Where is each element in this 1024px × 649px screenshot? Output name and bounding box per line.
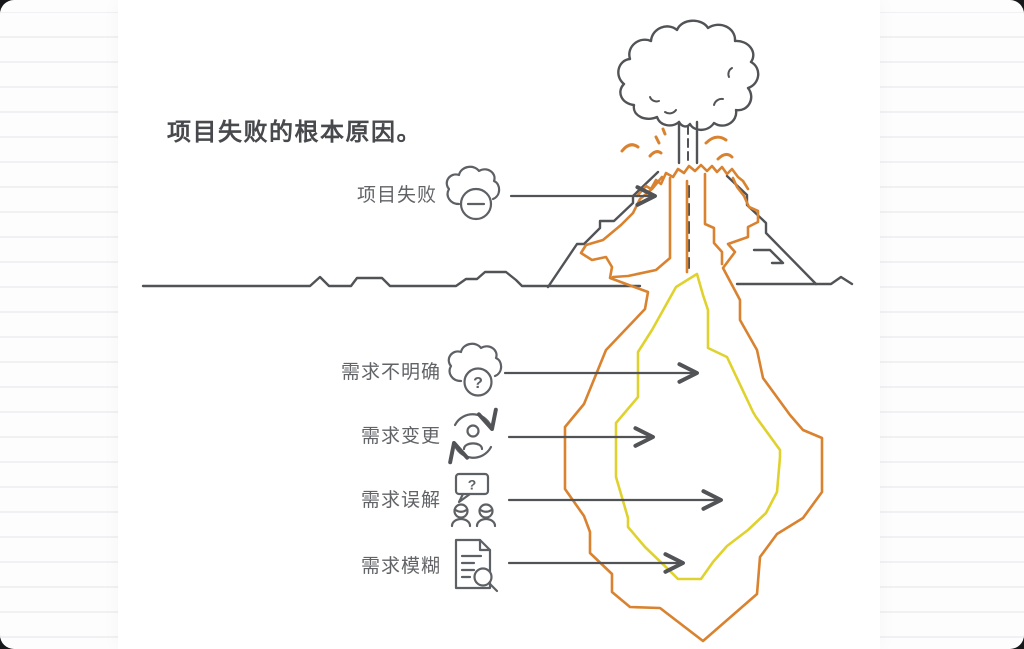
content-card bbox=[118, 0, 880, 649]
person-refresh-icon bbox=[448, 407, 498, 465]
label-requirements-change: 需求变更 bbox=[360, 426, 441, 447]
document-magnifier-icon bbox=[454, 538, 499, 593]
label-project-failure: 项目失败 bbox=[356, 185, 437, 206]
volcano-right-flank bbox=[725, 174, 818, 286]
ground-line-left bbox=[141, 270, 642, 288]
lava-splashes bbox=[620, 127, 734, 161]
flank-step-detail bbox=[752, 248, 785, 265]
ground-line-right bbox=[735, 275, 854, 286]
eruption-column bbox=[677, 120, 699, 165]
cloud-curl-detail bbox=[649, 67, 733, 115]
cloud-question-icon: ? bbox=[447, 342, 503, 397]
label-requirements-vague: 需求模糊 bbox=[360, 556, 441, 577]
page-title: 项目失败的根本原因。 bbox=[167, 119, 422, 146]
label-requirements-misunderstood: 需求误解 bbox=[360, 490, 441, 511]
volcano-left-flank bbox=[546, 170, 660, 289]
label-requirements-unclear: 需求不明确 bbox=[340, 362, 441, 383]
smoke-cloud bbox=[617, 19, 760, 132]
cloud-minus-icon bbox=[445, 165, 501, 221]
svg-text:?: ? bbox=[468, 477, 477, 493]
svg-text:?: ? bbox=[473, 375, 483, 392]
people-question-bubble-icon: ? bbox=[450, 472, 497, 528]
lava-flow-and-chamber bbox=[563, 175, 824, 643]
conduit-walls bbox=[611, 172, 724, 279]
magma-inner-chamber bbox=[614, 272, 782, 581]
